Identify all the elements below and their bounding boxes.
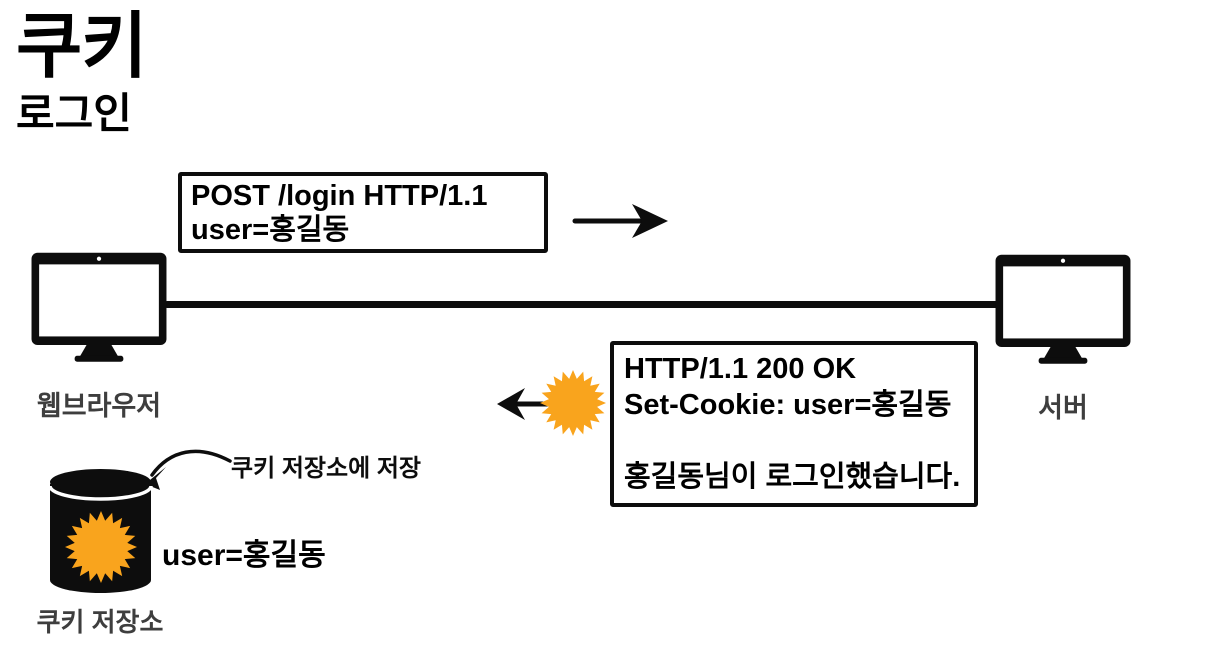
request-method-line: POST /login HTTP/1.1 xyxy=(191,180,488,212)
response-box: HTTP/1.1 200 OK Set-Cookie: user=홍길동 홍길동… xyxy=(610,341,978,507)
request-body-line: user=홍길동 xyxy=(191,214,350,246)
response-arrow-icon xyxy=(497,370,606,436)
server-label: 서버 xyxy=(1038,393,1088,423)
response-status-line: HTTP/1.1 200 OK xyxy=(624,353,857,385)
response-blank-line xyxy=(624,423,964,459)
cookie-starburst-icon xyxy=(540,370,606,436)
response-set-cookie-line: Set-Cookie: user=홍길동 xyxy=(624,389,952,421)
cookie-store-label: 쿠키 저장소 xyxy=(36,607,164,637)
save-annotation-label: 쿠키 저장소에 저장 xyxy=(231,455,421,482)
page-title: 쿠키 xyxy=(16,7,147,87)
page-subtitle: 로그인 xyxy=(16,90,132,137)
cookie-store-database-icon xyxy=(48,469,153,593)
request-arrow-icon xyxy=(572,204,668,238)
response-message-line: 홍길동님이 로그인했습니다. xyxy=(624,461,961,493)
stored-cookie-value: user=홍길동 xyxy=(162,539,326,572)
browser-monitor-icon xyxy=(31,252,167,362)
connection-line xyxy=(164,301,1002,308)
server-monitor-icon xyxy=(995,254,1131,364)
request-box: POST /login HTTP/1.1 user=홍길동 xyxy=(178,172,548,253)
browser-label: 웹브라우저 xyxy=(36,391,162,421)
